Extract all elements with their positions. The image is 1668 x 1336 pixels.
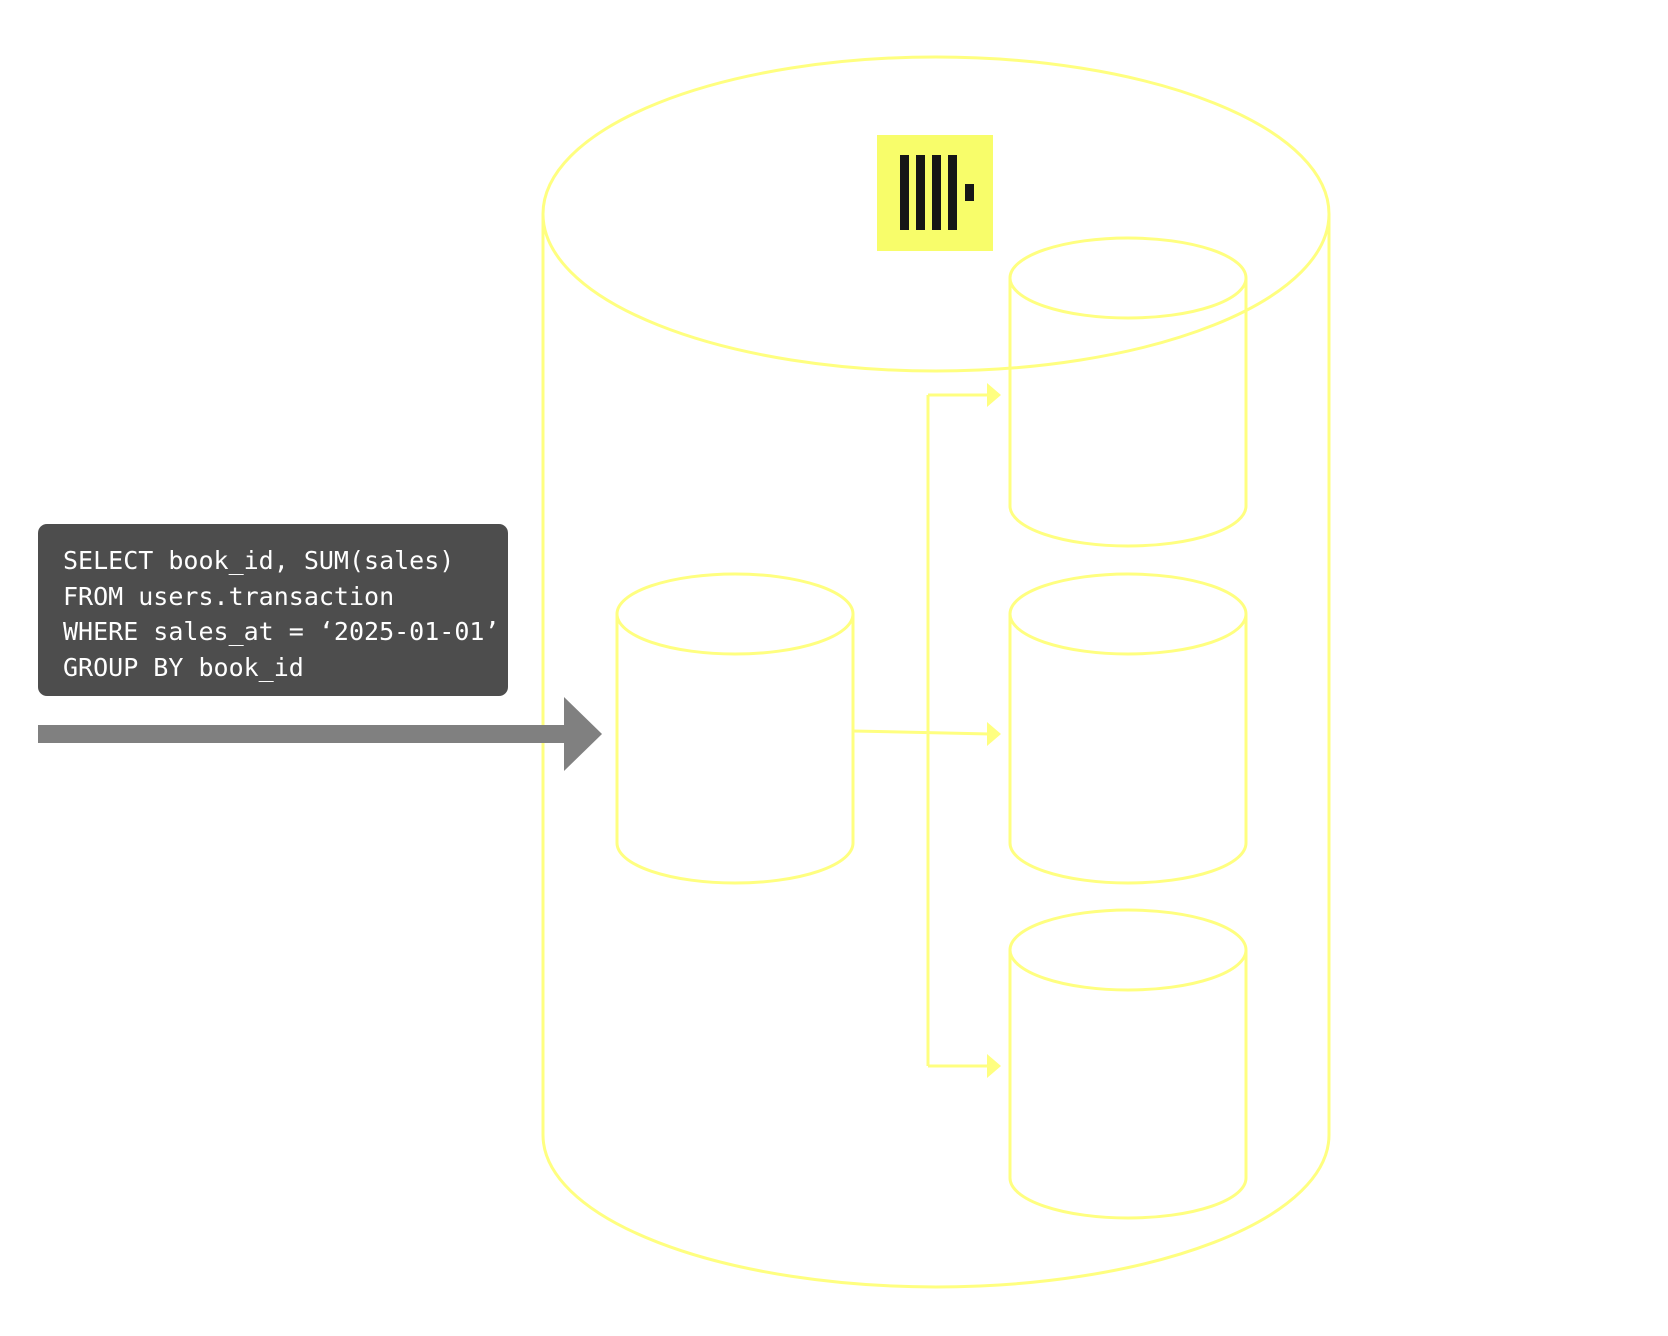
arrowhead-shard-middle <box>987 722 1001 746</box>
outer-cylinder-top <box>541 55 1331 373</box>
sql-query-box: SELECT book_id, SUM(sales) FROM users.tr… <box>38 524 508 696</box>
outer-database-cylinder <box>541 55 1331 1289</box>
entry-cylinder <box>615 572 855 885</box>
clickhouse-logo-icon <box>877 135 993 251</box>
query-line: FROM users.transaction <box>63 581 395 611</box>
connector-arrowheads <box>987 383 1001 1078</box>
outer-cylinder-body <box>541 214 1331 1289</box>
query-line: WHERE sales_at = ‘2025-01-01’ <box>63 617 500 646</box>
shard-cylinder-middle <box>1008 572 1248 885</box>
shard-cylinder-bottom <box>1008 908 1248 1220</box>
arrowhead-shard-top <box>987 383 1001 407</box>
shard-cylinder-top <box>1008 236 1248 548</box>
connectors <box>852 393 991 1068</box>
arrow-right-icon <box>38 697 602 771</box>
query-line: GROUP BY book_id <box>63 652 304 682</box>
query-line: SELECT book_id, SUM(sales) <box>63 546 455 575</box>
arrowhead-shard-bottom <box>987 1054 1001 1078</box>
connector-to-shard-middle <box>852 729 991 736</box>
